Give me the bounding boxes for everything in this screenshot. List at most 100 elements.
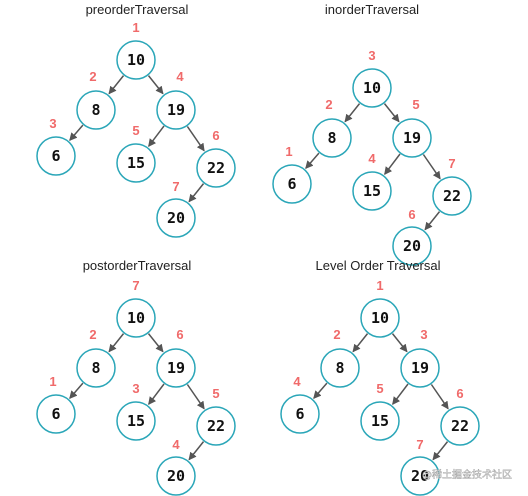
panel-title: inorderTraversal xyxy=(325,2,419,17)
node-value: 19 xyxy=(403,129,421,147)
visit-order-label: 5 xyxy=(376,381,383,396)
edge-arrow-n22-n20 xyxy=(188,183,205,203)
visit-order-label: 6 xyxy=(176,327,183,342)
node-circle-6 xyxy=(36,136,76,176)
edge-arrow-n10-n8 xyxy=(108,333,125,353)
edge-arrow-n10-n19 xyxy=(147,75,164,95)
node-circle-10 xyxy=(360,298,400,338)
visit-order-label: 1 xyxy=(132,20,139,35)
node-circle-10 xyxy=(116,298,156,338)
node-circle-15 xyxy=(360,401,400,441)
edge-arrow-n19-n15 xyxy=(392,383,409,405)
visit-order-label: 4 xyxy=(172,437,180,452)
node-circle-6 xyxy=(280,394,320,434)
panel-title: postorderTraversal xyxy=(83,258,192,273)
visit-order-label: 1 xyxy=(376,278,383,293)
visit-order-label: 6 xyxy=(212,128,219,143)
node-circle-8 xyxy=(320,348,360,388)
node-circle-20 xyxy=(400,456,440,496)
node-circle-22 xyxy=(196,406,236,446)
node-value: 6 xyxy=(287,175,296,193)
node-circle-22 xyxy=(196,148,236,188)
edge-arrow-n10-n8 xyxy=(344,103,361,123)
edge-arrow-n22-n20 xyxy=(188,441,205,461)
node-circle-6 xyxy=(36,394,76,434)
node-value: 19 xyxy=(167,101,185,119)
node-circle-19 xyxy=(400,348,440,388)
edge-arrow-n19-n22 xyxy=(422,154,441,180)
node-value: 15 xyxy=(363,182,381,200)
node-circle-20 xyxy=(392,226,432,266)
node-value: 22 xyxy=(207,159,225,177)
node-value: 22 xyxy=(207,417,225,435)
visit-order-label: 7 xyxy=(172,179,179,194)
node-value: 8 xyxy=(327,129,336,147)
node-circle-8 xyxy=(76,90,116,130)
node-circle-8 xyxy=(312,118,352,158)
node-value: 15 xyxy=(371,412,389,430)
visit-order-label: 7 xyxy=(416,437,423,452)
node-value: 19 xyxy=(167,359,185,377)
edge-arrow-n10-n19 xyxy=(383,103,400,123)
node-circle-15 xyxy=(352,171,392,211)
edge-arrow-n8-n6 xyxy=(305,152,320,169)
node-circle-22 xyxy=(440,406,480,446)
node-value: 15 xyxy=(127,412,145,430)
visit-order-label: 4 xyxy=(293,374,301,389)
node-circle-22 xyxy=(432,176,472,216)
node-value: 15 xyxy=(127,154,145,172)
edge-arrow-n22-n20 xyxy=(432,441,449,461)
edge-arrow-n8-n6 xyxy=(69,124,84,141)
visit-order-label: 3 xyxy=(49,116,56,131)
node-circle-19 xyxy=(156,348,196,388)
edge-arrow-n22-n20 xyxy=(424,211,441,231)
node-circle-20 xyxy=(156,198,196,238)
edge-arrow-n8-n6 xyxy=(313,382,328,399)
visit-order-label: 5 xyxy=(212,386,219,401)
node-value: 20 xyxy=(167,467,185,485)
node-circle-20 xyxy=(156,456,196,496)
node-circle-15 xyxy=(116,401,156,441)
node-circle-19 xyxy=(156,90,196,130)
visit-order-label: 1 xyxy=(49,374,56,389)
visit-order-label: 6 xyxy=(408,207,415,222)
node-value: 6 xyxy=(295,405,304,423)
edge-arrow-n10-n8 xyxy=(108,75,125,95)
node-value: 8 xyxy=(91,359,100,377)
node-value: 6 xyxy=(51,147,60,165)
node-value: 8 xyxy=(91,101,100,119)
visit-order-label: 2 xyxy=(333,327,340,342)
node-value: 22 xyxy=(451,417,469,435)
node-circle-10 xyxy=(116,40,156,80)
visit-order-label: 6 xyxy=(456,386,463,401)
node-circle-8 xyxy=(76,348,116,388)
node-circle-19 xyxy=(392,118,432,158)
edge-arrow-n10-n19 xyxy=(391,333,408,353)
visit-order-label: 3 xyxy=(368,48,375,63)
node-value: 10 xyxy=(127,309,145,327)
visit-order-label: 3 xyxy=(420,327,427,342)
edge-arrow-n19-n22 xyxy=(186,384,205,410)
node-value: 8 xyxy=(335,359,344,377)
edge-arrow-n19-n15 xyxy=(384,153,401,175)
panel-title: Level Order Traversal xyxy=(316,258,441,273)
edge-arrow-n8-n6 xyxy=(69,382,84,399)
edge-arrow-n10-n8 xyxy=(352,333,369,353)
node-circle-15 xyxy=(116,143,156,183)
visit-order-label: 2 xyxy=(89,327,96,342)
node-value: 22 xyxy=(443,187,461,205)
edge-arrow-n10-n19 xyxy=(147,333,164,353)
visit-order-label: 3 xyxy=(132,381,139,396)
node-value: 6 xyxy=(51,405,60,423)
node-circle-10 xyxy=(352,68,392,108)
node-value: 20 xyxy=(403,237,421,255)
panel-title: preorderTraversal xyxy=(86,2,189,17)
visit-order-label: 2 xyxy=(325,97,332,112)
node-circle-6 xyxy=(272,164,312,204)
node-value: 10 xyxy=(371,309,389,327)
